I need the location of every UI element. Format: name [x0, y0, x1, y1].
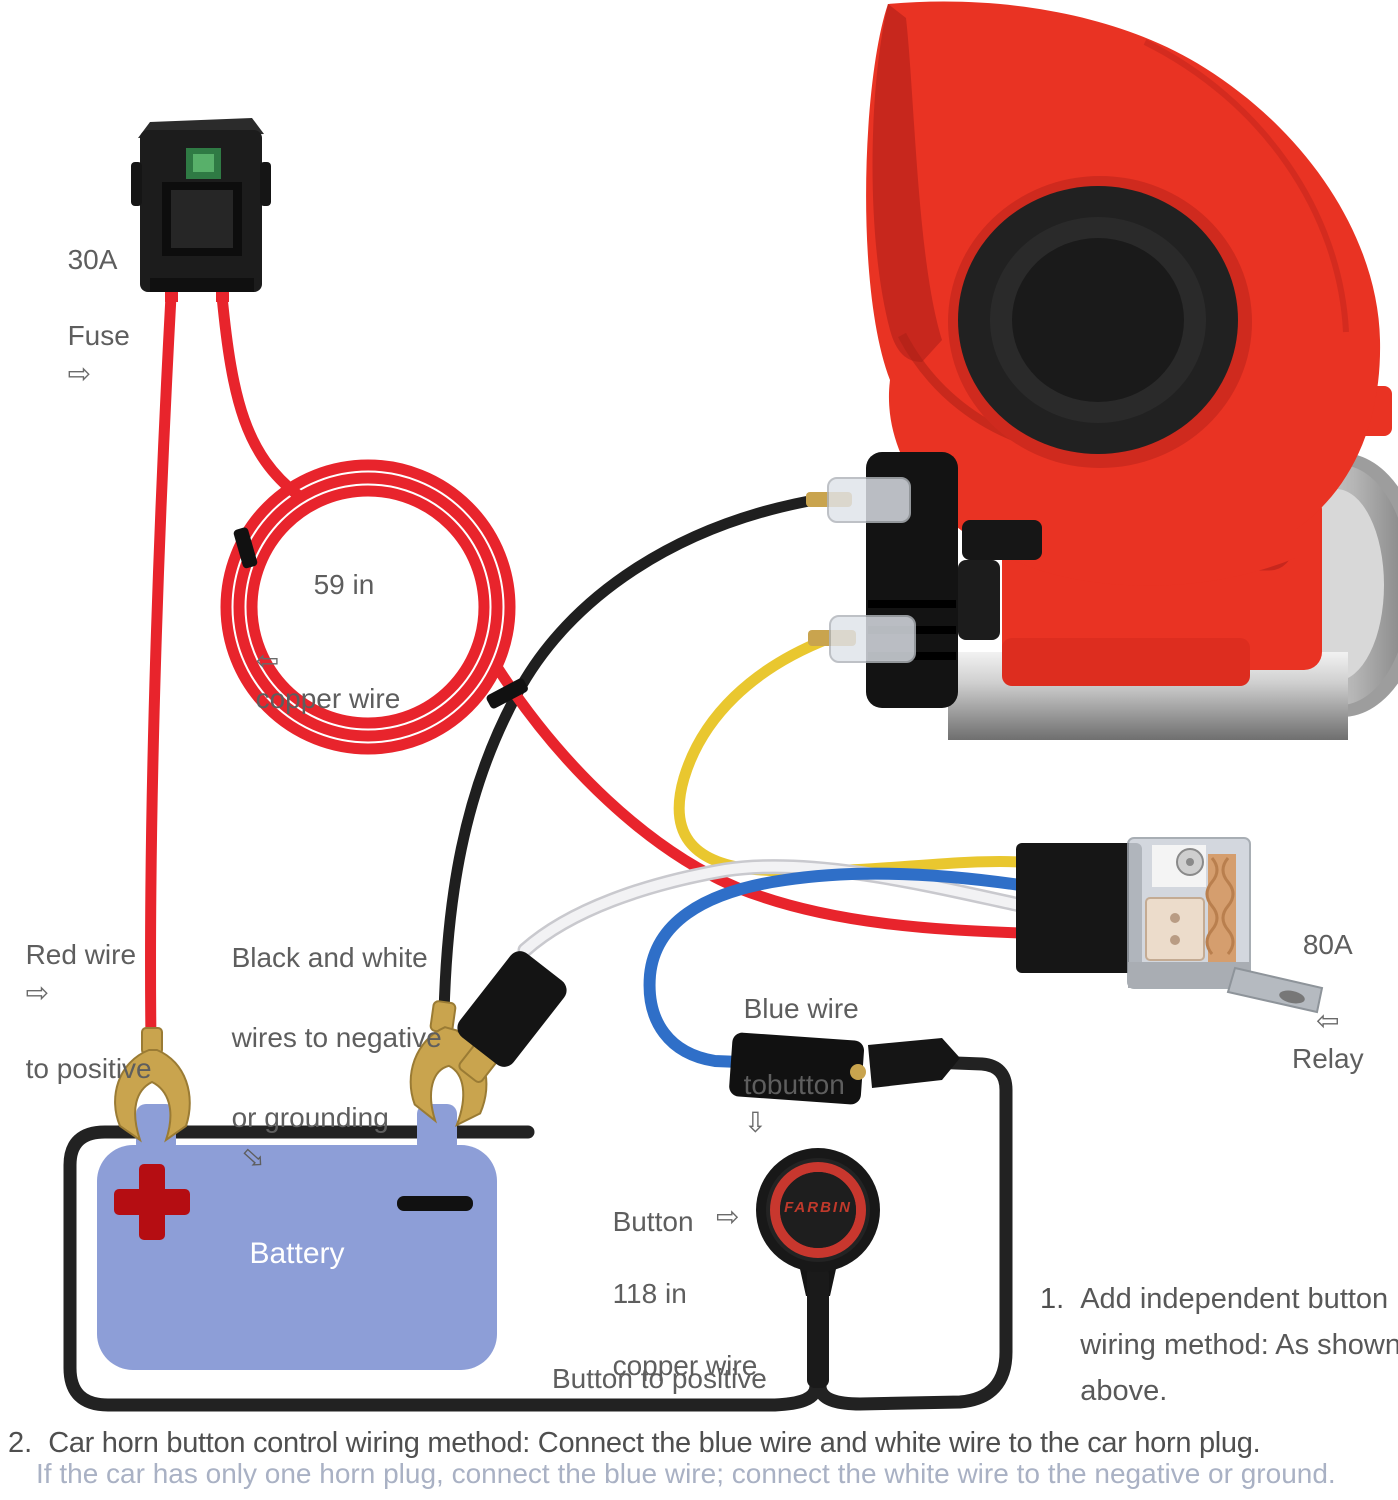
fuse-indicator-glow: [193, 154, 214, 172]
red-wire-fuse-to-battery: [145, 290, 177, 1048]
blue-wire-connector-group: [729, 1032, 960, 1105]
button-wire-loops: [63, 1055, 1013, 1412]
ground-label-line3: or grounding: [231, 1102, 389, 1133]
horn-trumpet-lip: [872, 4, 942, 362]
note-1-number: 1.: [1040, 1283, 1065, 1315]
fuse-recess-inner: [171, 190, 233, 248]
right-arrow-icon: ⇨: [25, 977, 50, 1008]
button-stem: [807, 1266, 829, 1388]
left-arrow-icon: ⇦: [255, 645, 280, 676]
button-face: [780, 1172, 856, 1248]
fuse-label-line2: Fuse: [67, 320, 130, 351]
positive-clamp: [114, 1049, 191, 1143]
compressor-lower-flap: [1002, 638, 1250, 686]
note-2: 2. Car horn button control wiring method…: [8, 1420, 1261, 1466]
connector-brass-tip: [850, 1064, 866, 1080]
ground-label-line2: wires to negative: [231, 1022, 442, 1053]
copper-coil-label: 59 in ⇦ copper wire: [240, 528, 401, 718]
note-2-text: Car horn button control wiring method: C…: [48, 1427, 1261, 1459]
relay-label-line1: 80A: [1302, 929, 1353, 960]
ground-label-line1: Black and white: [231, 942, 428, 973]
relay-screw-center: [1186, 858, 1194, 866]
note-1-text: Add independent button wiring method: As…: [1080, 1283, 1398, 1407]
battery-connectors: [114, 951, 567, 1143]
fuse-side-ear: [260, 162, 271, 206]
ground-wires-label: Black and white wires to negative or gro…: [216, 898, 442, 1178]
wires: [145, 290, 1028, 1068]
button-wire-label: Button 118 in copper wire: [597, 1168, 758, 1384]
horn-cap-inner: [1012, 238, 1184, 402]
fuse-holder: [131, 118, 271, 302]
relay-copper-braid-texture: [1205, 857, 1235, 955]
relay-bracket-hole: [1279, 990, 1305, 1004]
southeast-arrow-icon: ⇨: [234, 1138, 273, 1177]
note-3: If the car has only one horn plug, conne…: [36, 1458, 1336, 1489]
fuse-label: 30A Fuse ⇨: [52, 203, 130, 393]
horn-spiral-seam: [1143, 39, 1349, 333]
relay-label-line2: Relay: [1291, 1043, 1364, 1074]
coil-label-line1: 59 in: [313, 569, 375, 600]
button-red-ring: [770, 1162, 866, 1258]
compressor-end-cap-rib: [868, 600, 956, 608]
right-arrow-icon: ⇨: [67, 358, 92, 389]
red-wire-label: Red wire ⇨ to positive: [10, 898, 152, 1088]
button-brand-label: FARBIN: [784, 1199, 852, 1216]
copper-wire-coil: [220, 459, 528, 755]
button-loop-right-wire: [813, 1055, 1013, 1411]
battery-plus-horizontal: [114, 1189, 190, 1215]
red-wire-label-line1: Red wire: [25, 939, 137, 970]
blue-wire: [643, 867, 1026, 1068]
fuse-bottom-lip: [150, 278, 254, 292]
relay-black-box: [1016, 843, 1142, 973]
blue-wire-label-line2: tobutton: [743, 1069, 845, 1100]
right-arrow-icon: ⇨: [716, 1201, 740, 1232]
battery-label: Battery: [249, 1237, 345, 1270]
yellow-wire: [673, 632, 1026, 877]
button-label-line2: 118 in: [612, 1278, 687, 1309]
compressor-black-bracket-lower: [958, 560, 1000, 640]
relay-label: 80A ⇦ Relay: [1245, 888, 1395, 1078]
relay: [1016, 837, 1324, 1014]
zip-tie: [233, 527, 258, 569]
battery-terminal-tab: [417, 1104, 457, 1154]
relay-contact-plate: [1145, 897, 1205, 961]
fuse-side-ear: [131, 162, 142, 206]
button-to-positive-label: Button to positive: [552, 1363, 767, 1394]
button-label-line1: Button: [612, 1206, 694, 1237]
zip-tie: [486, 678, 528, 709]
battery-body: [97, 1145, 497, 1370]
red-wire-label-line2: to positive: [25, 1053, 152, 1084]
terminal-sleeve: [829, 615, 916, 663]
note-2-number: 2.: [8, 1427, 33, 1459]
blue-wire-label-line1: Blue wire: [743, 993, 859, 1024]
battery: [97, 1104, 497, 1370]
white-wire: [520, 861, 1025, 955]
blue-wire-connector: [729, 1032, 865, 1105]
button-wire-plug: [868, 1038, 960, 1088]
terminal-sleeve: [827, 477, 911, 523]
battery-minus: [397, 1196, 473, 1211]
relay-contact-dot: [1170, 935, 1180, 945]
coil-label-line2: copper wire: [255, 683, 401, 714]
white-wire-connector: [457, 951, 567, 1067]
blue-wire-label: Blue wire tobutton ⇩: [728, 952, 859, 1142]
button-loop-left-wire: [63, 1125, 823, 1412]
note-1: 1. Add independent button wiring method:…: [1040, 1276, 1398, 1414]
air-horn-assembly: [806, 1, 1398, 740]
button-label-line3: copper wire: [612, 1350, 758, 1381]
compressor-black-bracket: [962, 520, 1042, 560]
battery-terminal-tab: [136, 1104, 176, 1154]
relay-contact-dot: [1170, 913, 1180, 923]
red-wire-fuse-to-coil: [216, 290, 304, 501]
horn-button: [756, 1148, 880, 1388]
left-arrow-icon: ⇦: [1316, 1005, 1340, 1036]
down-arrow-icon: ⇩: [743, 1107, 768, 1138]
fuse-label-line1: 30A: [67, 244, 118, 275]
